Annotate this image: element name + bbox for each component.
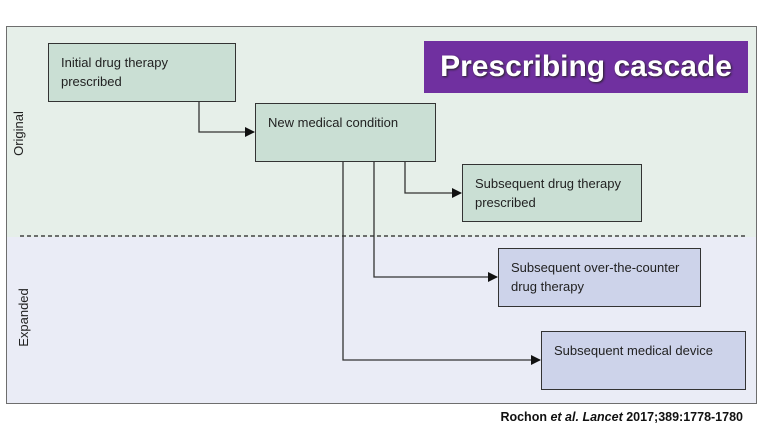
citation-author: Rochon [500, 410, 547, 424]
citation-ref: 2017;389:1778-1780 [626, 410, 743, 424]
box-subsequent-drug-therapy: Subsequent drug therapy prescribed [462, 164, 642, 222]
box-subsequent-medical-device: Subsequent medical device [541, 331, 746, 390]
original-zone-label: Original [10, 111, 26, 156]
box-new-medical-condition: New medical condition [255, 103, 436, 162]
box-initial-drug-therapy: Initial drug therapy prescribed [48, 43, 236, 102]
citation: Rochon et al. Lancet 2017;389:1778-1780 [500, 410, 743, 424]
citation-journal: Lancet [582, 410, 623, 424]
diagram-title: Prescribing cascade [424, 41, 748, 93]
box-subsequent-otc-therapy: Subsequent over-the-counter drug therapy [498, 248, 701, 307]
citation-etal: et al. [550, 410, 579, 424]
expanded-zone-label: Expanded [15, 288, 31, 347]
